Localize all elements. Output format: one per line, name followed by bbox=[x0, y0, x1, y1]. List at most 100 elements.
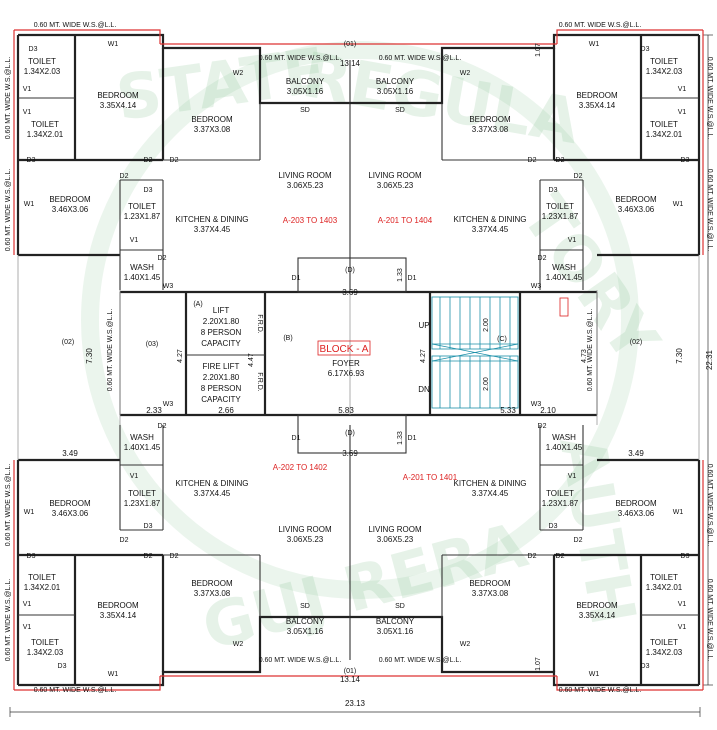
kitchen-tl-size: 3.37X4.45 bbox=[194, 225, 231, 234]
dim-total-height: 22.31 bbox=[705, 349, 714, 370]
living-tl-size: 3.06X5.23 bbox=[287, 181, 324, 190]
dimension-lines bbox=[9, 34, 713, 717]
label-v1: V1 bbox=[23, 109, 32, 116]
balcony-br-size: 3.05X1.16 bbox=[377, 627, 414, 636]
bedroom-br-2-size: 3.37X3.08 bbox=[472, 589, 509, 598]
bedroom-br-3-name: BEDROOM bbox=[615, 499, 657, 508]
label-d2: D2 bbox=[574, 173, 583, 180]
toilet-tr3-size: 1.23X1.87 bbox=[542, 212, 579, 221]
dim-total-width: 23.13 bbox=[345, 699, 366, 708]
dim-top-span: 13.14 bbox=[340, 59, 361, 68]
toilet-br2-size: 1.34X2.01 bbox=[646, 583, 683, 592]
unit-label-bottom-right: A-201 TO 1401 bbox=[403, 473, 458, 482]
toilet-tr-size: 1.34X2.03 bbox=[646, 67, 683, 76]
ws-label-br: 0.60 MT. WIDE W.S.@L.L. bbox=[559, 687, 642, 694]
label-d2: D2 bbox=[144, 553, 153, 560]
label-d2: D2 bbox=[538, 423, 547, 430]
ws-label-right-3: 0.60 MT. WIDE W.S.@L.L. bbox=[587, 309, 594, 392]
bedroom-br-3-size: 3.46X3.06 bbox=[618, 509, 655, 518]
kitchen-br-size: 3.37X4.45 bbox=[472, 489, 509, 498]
label-d1: D1 bbox=[292, 435, 301, 442]
label-d2: D2 bbox=[556, 553, 565, 560]
wash-br-name: WASH bbox=[552, 433, 576, 442]
ws-label-right-5: 0.60 MT. WIDE W.S.@L.L. bbox=[706, 579, 713, 662]
dim-bottom-span: 13.14 bbox=[340, 675, 361, 684]
ws-label-left-4: 0.60 MT. WIDE W.S.@L.L. bbox=[5, 464, 12, 547]
bedroom-bl-2-size: 3.37X3.08 bbox=[194, 589, 231, 598]
bedroom-br-main-size: 3.35X4.14 bbox=[579, 611, 616, 620]
label-d3: D3 bbox=[58, 663, 67, 670]
ws-label-right-4: 0.60 MT. WIDE W.S.@L.L. bbox=[706, 464, 713, 547]
label-v1: V1 bbox=[678, 624, 687, 631]
door-window-labels: D3 W1 W2 V1 V1 D3 D2 D2 D2 D3 W1 V1 D2 W… bbox=[23, 41, 690, 678]
dim-533: 5.33 bbox=[500, 406, 516, 415]
kitchen-bl-name: KITCHEN & DINING bbox=[176, 479, 249, 488]
label-d3: D3 bbox=[641, 46, 650, 53]
label-w1: W1 bbox=[589, 671, 600, 678]
ws-label-top-r: 0.60 MT. WIDE W.S.@L.L. bbox=[379, 55, 462, 62]
label-d1: D1 bbox=[408, 275, 417, 282]
toilet-tl3-size: 1.23X1.87 bbox=[124, 212, 161, 221]
foyer-name: FOYER bbox=[332, 359, 360, 368]
label-w2: W2 bbox=[460, 641, 471, 648]
label-d3: D3 bbox=[144, 523, 153, 530]
bedroom-tr-3-size: 3.46X3.06 bbox=[618, 205, 655, 214]
foyer-size: 6.17X6.93 bbox=[328, 369, 365, 378]
tag-01-bottom: (01) bbox=[344, 668, 356, 675]
label-v1: V1 bbox=[678, 109, 687, 116]
toilet-bl1-size: 1.34X2.03 bbox=[27, 648, 64, 657]
wash-bl-name: WASH bbox=[130, 433, 154, 442]
bedroom-tr-2-size: 3.37X3.08 bbox=[472, 125, 509, 134]
ws-label-right-2: 0.60 MT. WIDE W.S.@L.L. bbox=[706, 169, 713, 252]
tag-02-right: (02) bbox=[630, 339, 642, 346]
ws-label-tr: 0.60 MT. WIDE W.S.@L.L. bbox=[559, 22, 642, 29]
living-bl-size: 3.06X5.23 bbox=[287, 535, 324, 544]
label-d3: D3 bbox=[144, 187, 153, 194]
toilet-bl2-name: TOILET bbox=[28, 573, 56, 582]
label-w1: W1 bbox=[108, 41, 119, 48]
bedroom-tl-main-size: 3.35X4.14 bbox=[100, 101, 137, 110]
label-d2: D2 bbox=[528, 553, 537, 560]
bedroom-br-main-name: BEDROOM bbox=[576, 601, 618, 610]
ws-label-bl: 0.60 MT. WIDE W.S.@L.L. bbox=[34, 687, 117, 694]
bedroom-tl-main-name: BEDROOM bbox=[97, 91, 139, 100]
label-v1: V1 bbox=[678, 86, 687, 93]
tag-03-left: (03) bbox=[146, 341, 158, 348]
label-d2: D2 bbox=[170, 553, 179, 560]
block-label-box bbox=[317, 340, 371, 356]
kitchen-bl-size: 3.37X4.45 bbox=[194, 489, 231, 498]
label-v1: V1 bbox=[23, 601, 32, 608]
bedroom-tl-2-size: 3.37X3.08 bbox=[194, 125, 231, 134]
lift-name: LIFT bbox=[213, 306, 230, 315]
stair-dn: DN bbox=[418, 385, 430, 394]
bedroom-tl-2-name: BEDROOM bbox=[191, 115, 233, 124]
tag-d-top: (D) bbox=[345, 267, 355, 274]
dim-730-right: 7.30 bbox=[675, 348, 684, 364]
label-w3: W3 bbox=[163, 283, 174, 290]
label-w2: W2 bbox=[233, 70, 244, 77]
lift-size: 2.20X1.80 bbox=[203, 317, 240, 326]
wash-bl-size: 1.40X1.45 bbox=[124, 443, 161, 452]
label-d2: D2 bbox=[528, 157, 537, 164]
unit-label-bottom-left: A-202 TO 1402 bbox=[273, 463, 328, 472]
wash-tr-name: WASH bbox=[552, 263, 576, 272]
dim-107-bottom: 1.07 bbox=[535, 657, 542, 671]
label-d3: D3 bbox=[641, 663, 650, 670]
living-br-name: LIVING ROOM bbox=[368, 525, 422, 534]
dim-349-right: 3.49 bbox=[628, 449, 644, 458]
label-w1: W1 bbox=[673, 201, 684, 208]
tag-01-top: (01) bbox=[344, 41, 356, 48]
bedroom-bl-3-size: 3.46X3.06 bbox=[52, 509, 89, 518]
label-d3: D3 bbox=[27, 157, 36, 164]
bedroom-tr-3-name: BEDROOM bbox=[615, 195, 657, 204]
unit-label-top-left: A-203 TO 1403 bbox=[283, 216, 338, 225]
toilet-bl3-size: 1.23X1.87 bbox=[124, 499, 161, 508]
label-d2: D2 bbox=[120, 173, 129, 180]
label-d3: D3 bbox=[549, 523, 558, 530]
bedroom-br-2-name: BEDROOM bbox=[469, 579, 511, 588]
shaft-lines bbox=[17, 255, 700, 460]
label-w3: W3 bbox=[163, 401, 174, 408]
kitchen-tr-size: 3.37X4.45 bbox=[472, 225, 509, 234]
stair-dim-2: 2.00 bbox=[483, 377, 490, 391]
label-w1: W1 bbox=[673, 509, 684, 516]
